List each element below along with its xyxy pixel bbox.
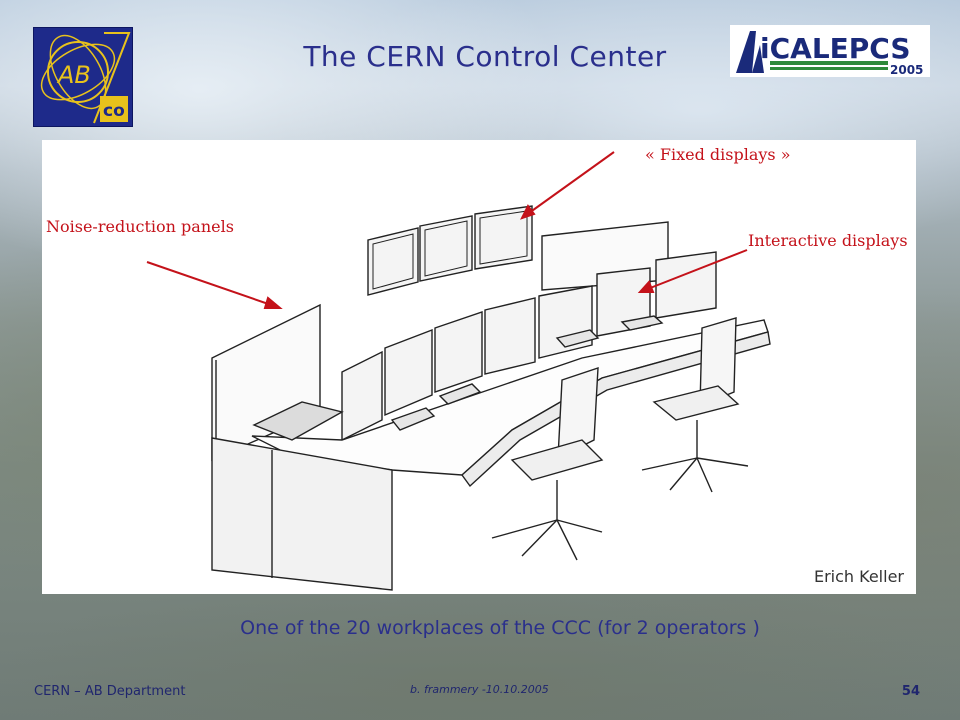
footer-department: CERN – AB Department bbox=[34, 684, 186, 699]
icalepcs-year: 2005 bbox=[890, 63, 923, 77]
ab-logo-text: AB bbox=[56, 61, 91, 89]
ab-co-logo: AB co bbox=[33, 27, 133, 127]
icalepcs-logo-graphic: iCALEPCS 2005 bbox=[736, 31, 923, 77]
footer-author-date: b. frammery -10.10.2005 bbox=[410, 683, 549, 696]
ab-co-logo-graphic: AB co bbox=[40, 32, 131, 124]
fixed-displays-label: « Fixed displays » bbox=[645, 145, 791, 164]
icalepcs-logo-text: iCALEPCS bbox=[760, 32, 911, 65]
page-number: 54 bbox=[901, 684, 920, 699]
slide-title: The CERN Control Center bbox=[303, 40, 667, 73]
figure-credit: Erich Keller bbox=[813, 567, 904, 586]
slide-caption: One of the 20 workplaces of the CCC (for… bbox=[240, 617, 760, 639]
icalepcs-logo: iCALEPCS 2005 bbox=[730, 25, 930, 77]
co-logo-text: co bbox=[103, 101, 125, 121]
noise-panels-label: Noise-reduction panels bbox=[46, 217, 234, 236]
interactive-displays-label: Interactive displays bbox=[748, 231, 908, 250]
workplace-drawing: Noise-reduction panels « Fixed displays … bbox=[42, 140, 916, 594]
workplace-line-drawing: Noise-reduction panels « Fixed displays … bbox=[46, 145, 908, 591]
